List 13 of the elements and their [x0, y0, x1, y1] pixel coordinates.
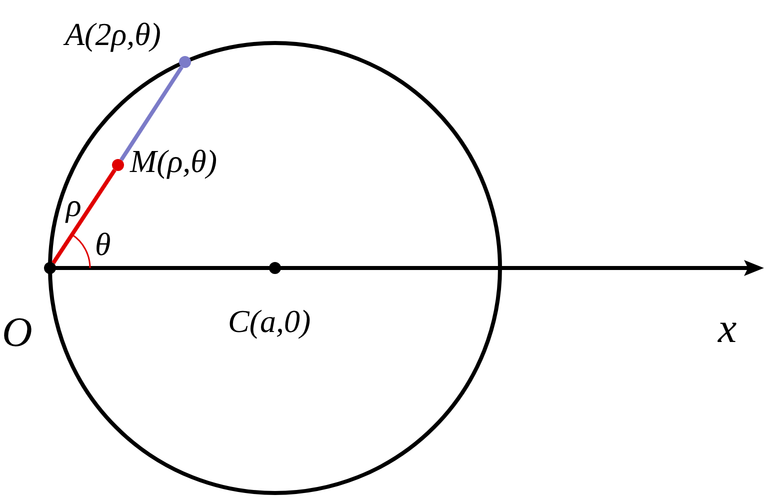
edge-label: ρ: [66, 188, 82, 220]
line-segment: [52, 168, 116, 264]
point-label: O: [2, 312, 32, 354]
angle-label: θ: [95, 228, 111, 260]
point-label: M(ρ,θ): [130, 145, 218, 177]
point-dot: [179, 56, 191, 68]
point-dot: [269, 262, 281, 274]
line-segment: [120, 66, 184, 162]
point-dot: [44, 262, 56, 274]
point-label: A(2ρ,θ): [65, 18, 161, 50]
point-label: C(a,0): [228, 305, 311, 337]
point-dot: [112, 159, 124, 171]
axis-label: x: [718, 308, 737, 350]
